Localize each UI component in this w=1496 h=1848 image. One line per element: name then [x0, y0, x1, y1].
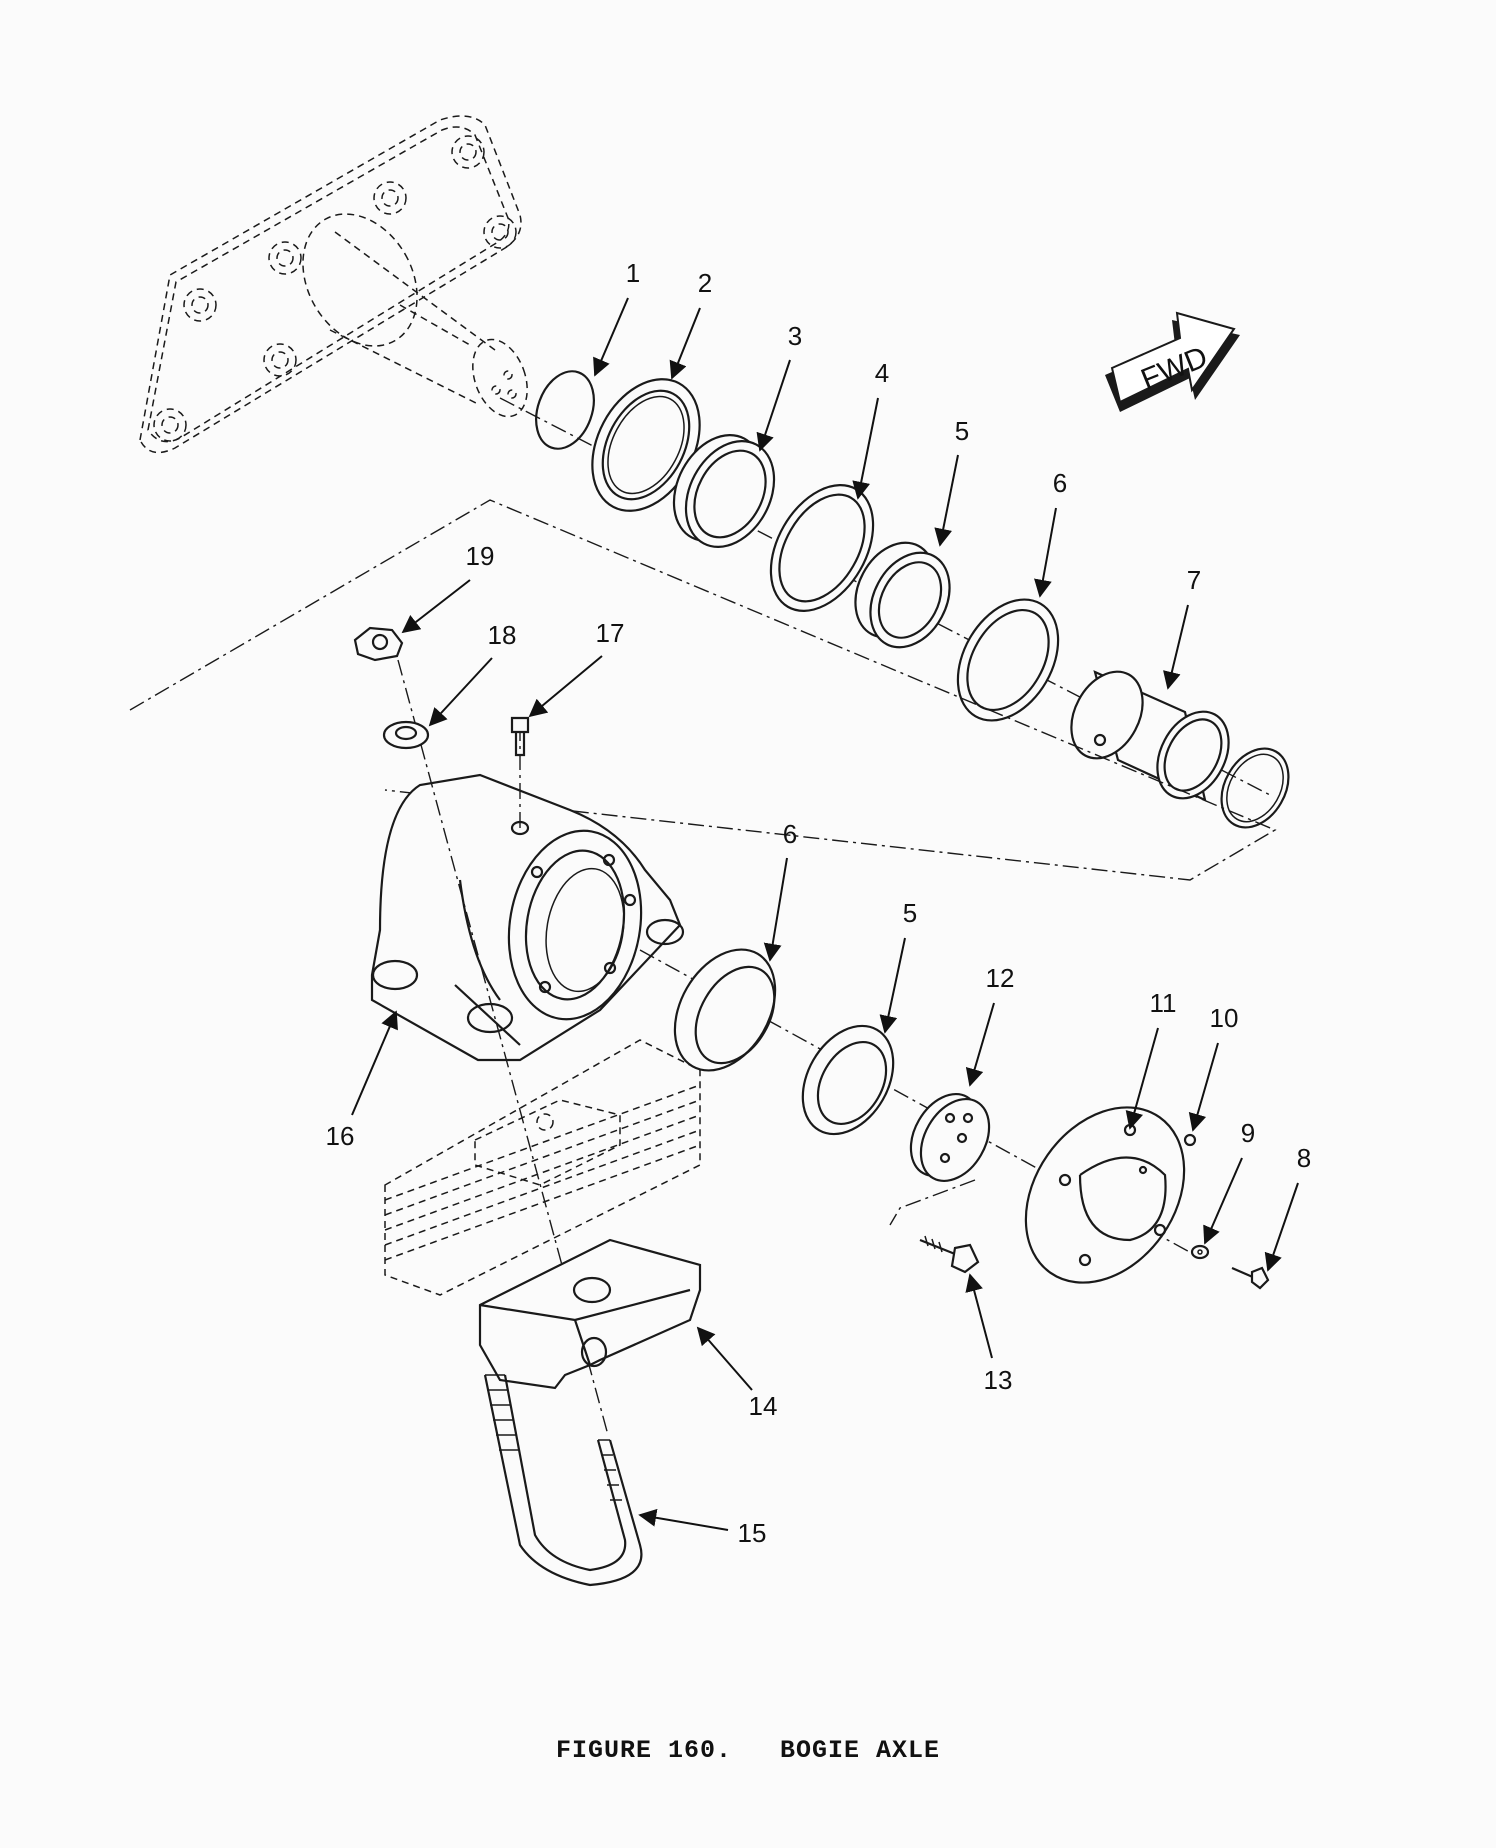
- callout-leader-16: [351, 1010, 398, 1116]
- callout-label-12: 12: [986, 963, 1015, 993]
- callout-leader-19: [401, 579, 471, 634]
- part-8-screw: [1231, 1266, 1270, 1290]
- upper-parts: [535, 370, 1290, 829]
- callout-label-6: 6: [1053, 468, 1067, 498]
- part-5-lower-cone: [801, 1024, 895, 1136]
- callout-label-19: 19: [466, 541, 495, 571]
- callout-label-7: 7: [1187, 565, 1201, 595]
- part-1-oring: [535, 370, 595, 450]
- callout-label-1: 1: [626, 258, 640, 288]
- part-15-u-bolt: [483, 1374, 643, 1587]
- part-7-ring: [1220, 747, 1290, 829]
- part-19-nut: [353, 626, 404, 662]
- callout-label-11: 11: [1150, 988, 1177, 1018]
- part-18-washer: [382, 720, 430, 750]
- callout-leader-2: [669, 307, 701, 380]
- callout-leader-15: [638, 1508, 729, 1531]
- callout-leader-5: [934, 454, 959, 547]
- callout-leader-5: [879, 937, 906, 1034]
- callout-label-17: 17: [596, 618, 625, 648]
- bolt-axis-line: [889, 1179, 976, 1226]
- callout-label-4: 4: [875, 358, 889, 388]
- leaf-spring: [384, 1039, 701, 1296]
- part-7-bushing: [1070, 670, 1230, 802]
- callout-label-18: 18: [488, 620, 517, 650]
- callout-label-10: 10: [1210, 1003, 1239, 1033]
- part-11-cap: [1024, 1106, 1186, 1284]
- callout-leader-3: [756, 359, 791, 452]
- callout-label-5: 5: [955, 416, 969, 446]
- part-9-washer: [1190, 1244, 1210, 1260]
- part-17-fitting: [510, 716, 530, 757]
- upper-assembly-outline: [129, 499, 1277, 881]
- part-12-plate: [909, 1092, 991, 1183]
- forward-arrow: FWD: [1105, 311, 1240, 412]
- callout-leader-6: [763, 857, 788, 962]
- callout-leader-6: [1034, 507, 1057, 598]
- callout-leader-11: [1125, 1027, 1159, 1130]
- spindle-plate: [139, 115, 528, 454]
- part-5-cone: [854, 541, 951, 649]
- callout-label-3: 3: [788, 321, 802, 351]
- callout-leader-17: [528, 655, 603, 718]
- callout-label-13: 13: [984, 1365, 1013, 1395]
- lower-parts: [673, 948, 1270, 1290]
- callout-label-5: 5: [903, 898, 917, 928]
- callout-leader-7: [1163, 604, 1189, 690]
- callout-leader-18: [428, 657, 493, 727]
- part-13-bolt: [919, 1235, 980, 1274]
- callout-label-15: 15: [738, 1518, 767, 1548]
- callout-leader-9: [1203, 1157, 1243, 1245]
- part-6-lower-cup: [673, 948, 777, 1072]
- part-14-spring-seat: [478, 1238, 702, 1390]
- callout-leader-10: [1188, 1042, 1219, 1132]
- callout-leader-13: [965, 1273, 993, 1359]
- callout-leader-1: [593, 297, 629, 377]
- callout-leader-8: [1264, 1182, 1299, 1272]
- callout-label-16: 16: [326, 1121, 355, 1151]
- callout-leader-12: [965, 1002, 995, 1087]
- part-3-ring: [672, 434, 776, 548]
- callout-label-9: 9: [1241, 1118, 1255, 1148]
- callout-leader-14: [696, 1326, 753, 1391]
- part-16-housing: [370, 773, 685, 1062]
- callout-label-6: 6: [783, 819, 797, 849]
- callout-label-8: 8: [1297, 1143, 1311, 1173]
- callout-leader-4: [852, 397, 879, 500]
- callout-label-2: 2: [698, 268, 712, 298]
- callout-label-14: 14: [749, 1391, 778, 1421]
- part-6-cup: [956, 598, 1060, 722]
- callout-leaders: [351, 297, 1299, 1531]
- part-10-fitting: [1183, 1133, 1197, 1147]
- figure-caption: FIGURE 160. BOGIE AXLE: [555, 1736, 941, 1765]
